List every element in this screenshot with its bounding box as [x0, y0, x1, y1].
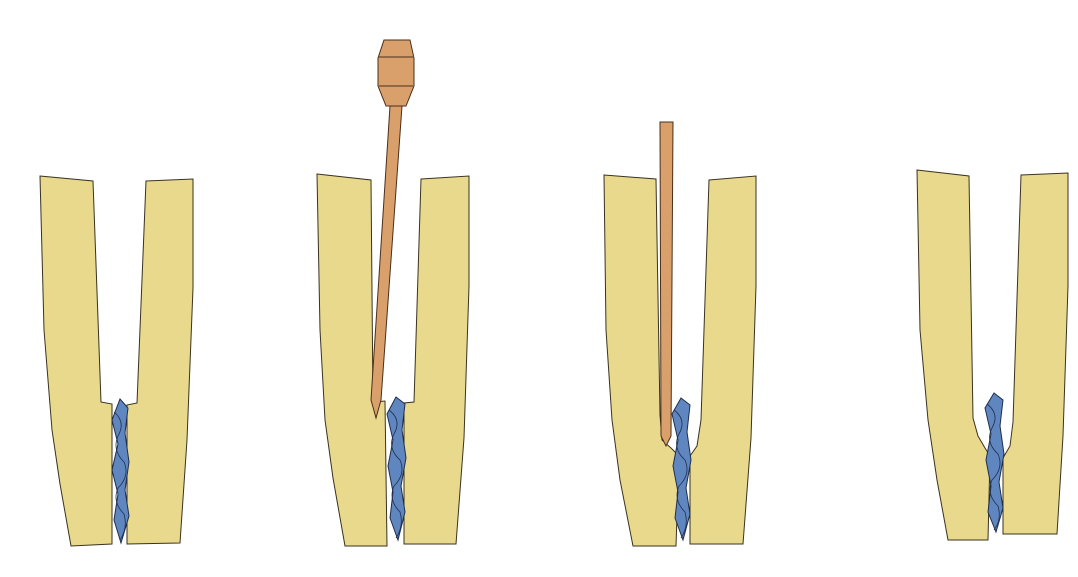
straight-plugger-instrument — [660, 122, 673, 446]
gutta-percha-cone — [387, 397, 406, 540]
plugger-handle — [378, 40, 414, 106]
